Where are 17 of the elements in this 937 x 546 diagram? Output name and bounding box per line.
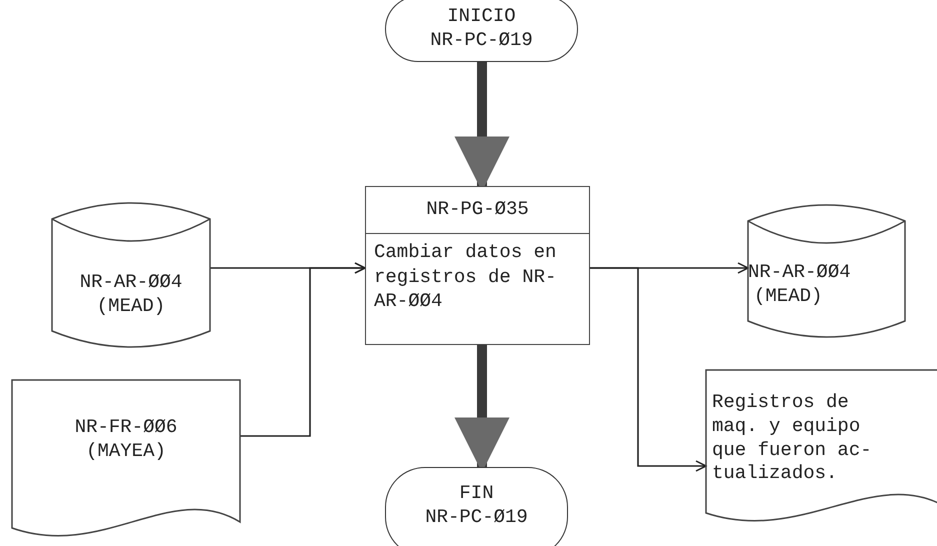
arrow (240, 262, 366, 437)
node-text: (MAYEA) (86, 440, 166, 464)
process-id: NR-PG-Ø35 (426, 198, 529, 222)
process-box (365, 186, 590, 345)
node-text: NR-AR-ØØ4 (748, 261, 851, 285)
node-text: Registros de maq. y equipo que fueron ac- tualizados. (712, 391, 872, 486)
process-description: Cambiar datos en registros de NR-AR-ØØ4 (374, 241, 556, 312)
node-text: (MEAD) (96, 295, 166, 319)
node-text: INICIO (447, 5, 516, 29)
node-text: NR-FR-ØØ6 (74, 416, 178, 440)
node-text: FIN (459, 482, 494, 506)
node-text: NR-PC-Ø19 (425, 506, 528, 530)
arrow (590, 267, 707, 472)
node-text: NR-PC-Ø19 (430, 29, 533, 53)
node-text: (MEAD) (753, 285, 822, 309)
terminator-shape (385, 467, 568, 546)
node-text: NR-AR-ØØ4 (80, 271, 182, 295)
